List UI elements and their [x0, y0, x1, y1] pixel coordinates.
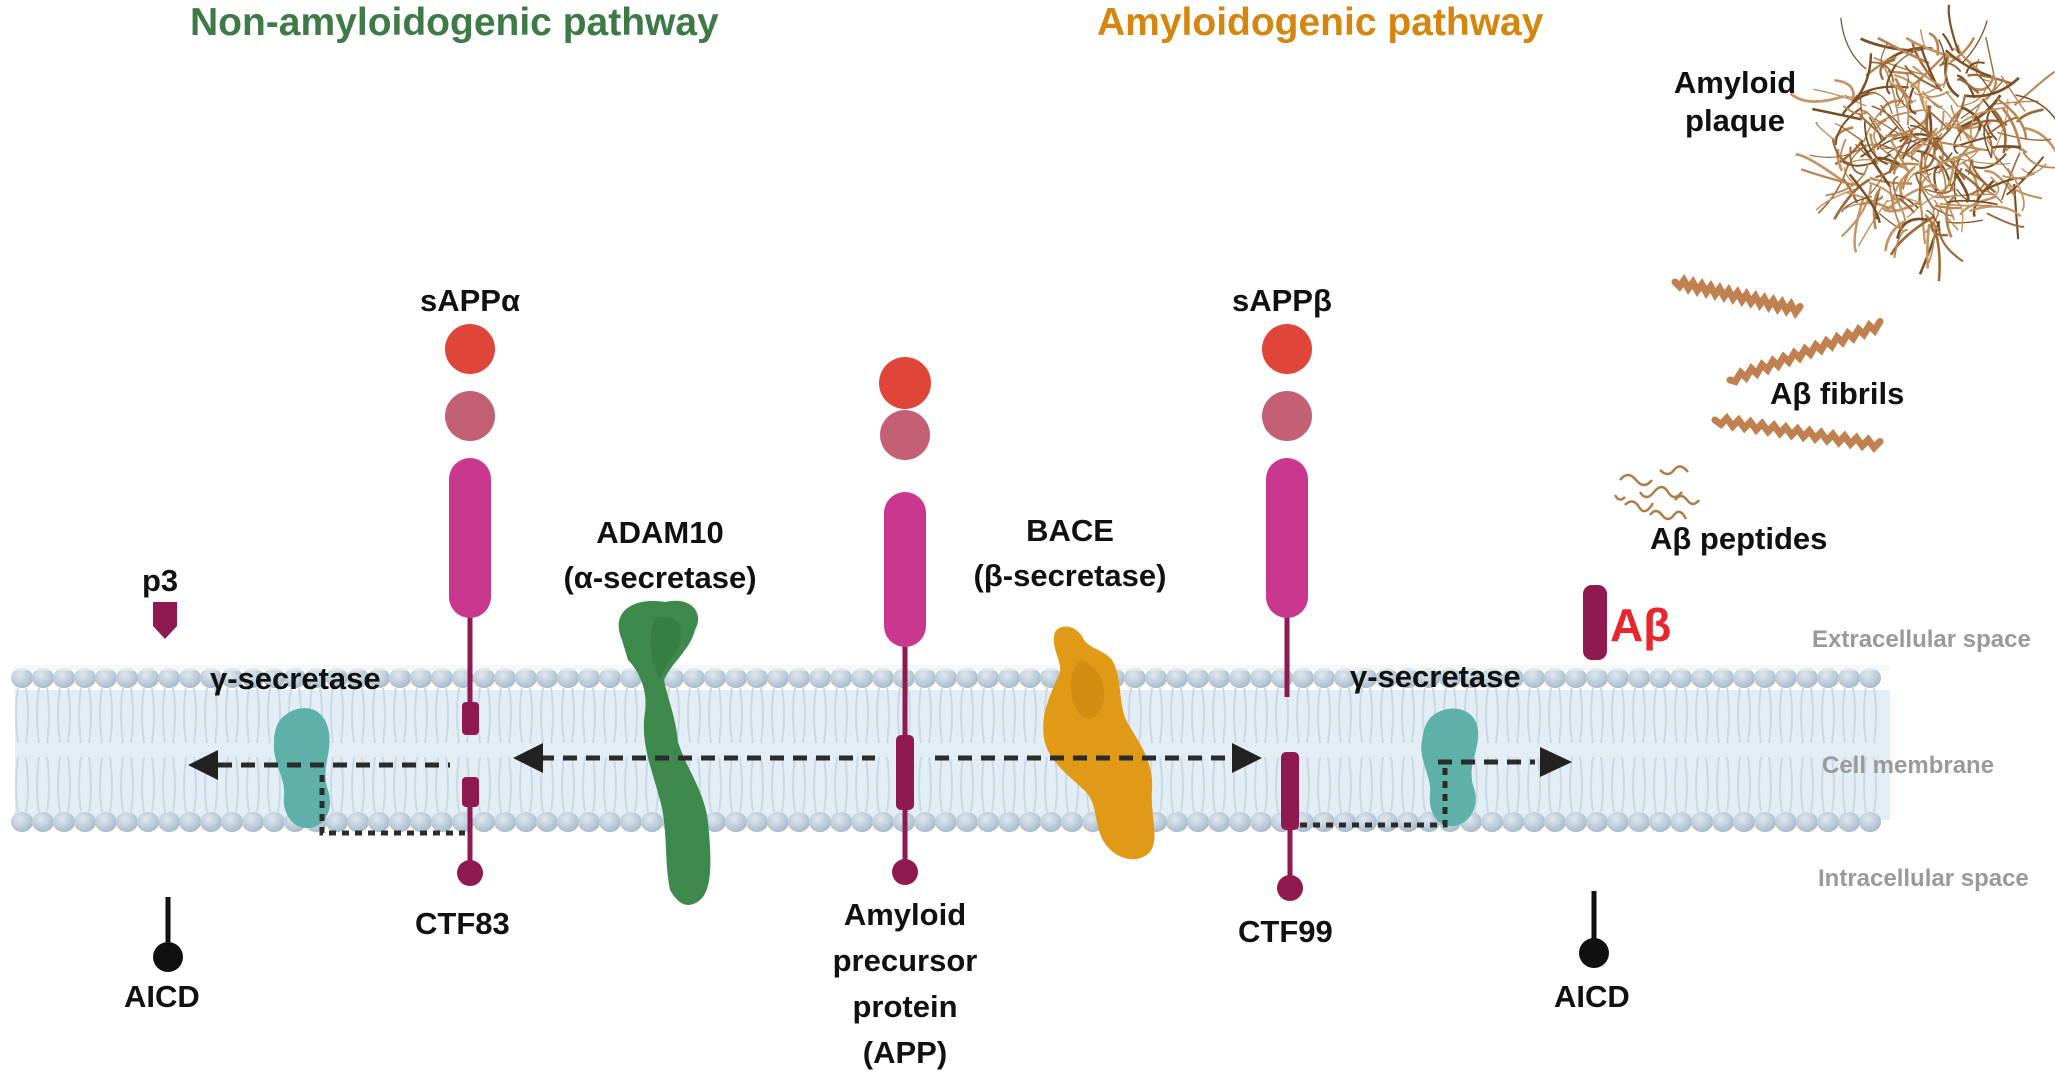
sappb-fragment — [1262, 324, 1312, 697]
sappa-fragment — [445, 324, 495, 705]
arrow-heads — [188, 743, 1572, 780]
label-bace: BACE (β-secretase) — [960, 512, 1180, 594]
label-intracellular-space: Intracellular space — [1818, 865, 2029, 892]
bace-enzyme — [1043, 626, 1155, 860]
adam10-enzyme — [618, 600, 711, 905]
ctf99-fragment — [1277, 752, 1303, 901]
app-head-domain — [879, 357, 931, 409]
gamma-secretase-right — [1421, 708, 1479, 827]
ctf83-fragment — [457, 702, 483, 886]
app-ectodomain — [884, 492, 926, 647]
label-abeta-fibrils: Aβ fibrils — [1770, 376, 1905, 411]
label-plaque-line2: plaque — [1685, 103, 1785, 138]
label-aicd-left: AICD — [124, 979, 200, 1014]
label-sappb: sAPPβ — [1232, 283, 1332, 318]
label-app-line1: Amyloid — [843, 897, 967, 932]
label-app-line4: (APP) — [862, 1035, 948, 1070]
gamma-secretase-left — [273, 708, 330, 829]
label-adam10-line2: (α-secretase) — [563, 560, 757, 596]
label-app-line2: precursor — [832, 943, 978, 978]
app-tail-knob — [892, 859, 918, 885]
abeta-fibrils — [1671, 274, 1884, 453]
abeta-peptide — [1583, 585, 1607, 660]
label-bace-line1: BACE — [1026, 513, 1114, 548]
aicd-left — [153, 897, 183, 972]
label-aicd-right: AICD — [1554, 979, 1630, 1014]
label-adam10-line1: ADAM10 — [596, 515, 724, 550]
app-transmembrane — [896, 735, 914, 810]
label-plaque-line1: Amyloid — [1673, 65, 1797, 100]
amyloid-plaque — [1789, 4, 2055, 282]
title-non-amyloidogenic: Non-amyloidogenic pathway — [190, 1, 719, 44]
label-gamma-secretase-left: γ-secretase — [210, 661, 381, 696]
membrane-edge-top — [15, 665, 1890, 671]
label-cell-membrane: Cell membrane — [1822, 752, 1995, 779]
label-p3: p3 — [142, 563, 179, 598]
label-adam10: ADAM10 (α-secretase) — [550, 514, 770, 596]
label-abeta: Aβ — [1610, 599, 1672, 651]
label-sappa: sAPPα — [420, 283, 521, 318]
label-extracellular-space: Extracellular space — [1812, 626, 2031, 653]
dotted-connectors — [319, 768, 1448, 836]
p3-peptide — [153, 602, 177, 639]
title-amyloidogenic: Amyloidogenic pathway — [1097, 1, 1544, 44]
label-app-line3: protein — [852, 989, 958, 1024]
app-protein — [879, 357, 931, 885]
label-app: Amyloid precursor protein (APP) — [790, 892, 1020, 1076]
label-gamma-secretase-right: γ-secretase — [1350, 659, 1521, 694]
cleavage-arrows — [195, 755, 1535, 768]
label-ctf99: CTF99 — [1238, 914, 1333, 949]
label-amyloid-plaque: Amyloid plaque — [1650, 64, 1820, 140]
abeta-peptides — [1613, 465, 1700, 521]
label-ctf83: CTF83 — [415, 906, 510, 941]
aicd-right — [1579, 891, 1609, 968]
label-abeta-peptides: Aβ peptides — [1650, 521, 1828, 556]
label-bace-line2: (β-secretase) — [973, 558, 1167, 594]
